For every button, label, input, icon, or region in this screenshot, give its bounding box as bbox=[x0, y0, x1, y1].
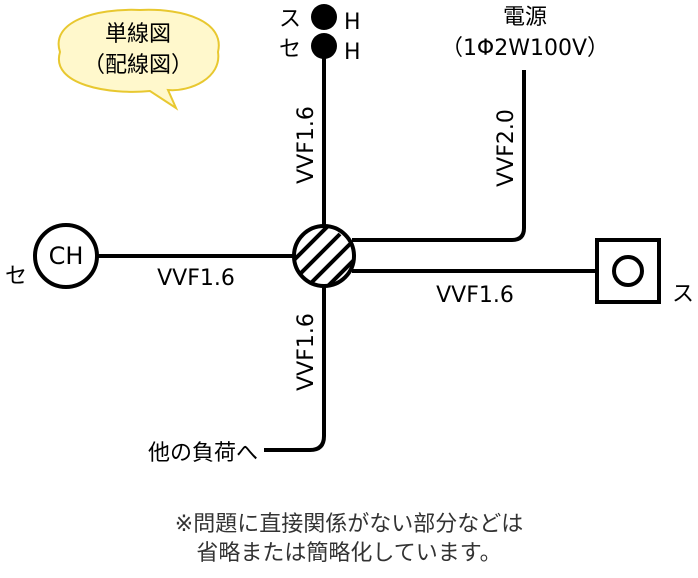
bubble-subtitle: （配線図） bbox=[83, 53, 193, 78]
outlet-circle-icon bbox=[612, 255, 644, 287]
note-line-1: ※問題に直接関係がない部分などは bbox=[175, 512, 523, 537]
note-line-2: 省略または簡略化しています。 bbox=[196, 541, 501, 566]
power-spec: （1Φ2W100V） bbox=[441, 36, 609, 61]
cable-label-power: VVF2.0 bbox=[494, 109, 519, 187]
cable-label-left: VVF1.6 bbox=[157, 266, 235, 291]
switch-label-se: セ bbox=[279, 37, 301, 62]
cable-label-right: VVF1.6 bbox=[436, 283, 514, 308]
switch-dot-lower bbox=[311, 33, 337, 59]
power-title: 電源 bbox=[503, 5, 547, 30]
ceiling-hook-symbol bbox=[33, 223, 99, 289]
junction-box-icon bbox=[292, 224, 356, 288]
switch-h-upper: H bbox=[344, 10, 361, 35]
other-load-label: 他の負荷へ bbox=[148, 441, 258, 466]
outlet-label: ス bbox=[672, 282, 694, 307]
ceiling-hook-text: CH bbox=[49, 242, 84, 270]
cable-label-top: VVF1.6 bbox=[294, 106, 319, 184]
wire-power bbox=[352, 70, 526, 242]
wire-bottom bbox=[264, 286, 326, 452]
cable-label-bottom: VVF1.6 bbox=[294, 313, 319, 391]
switch-h-lower: H bbox=[344, 40, 361, 65]
ceiling-hook-label: セ bbox=[5, 264, 27, 289]
switch-dot-upper bbox=[311, 4, 337, 30]
speech-bubble: 単線図 （配線図） bbox=[57, 8, 220, 111]
bubble-title: 単線図 bbox=[105, 22, 171, 47]
switch-label-su: ス bbox=[279, 7, 301, 32]
